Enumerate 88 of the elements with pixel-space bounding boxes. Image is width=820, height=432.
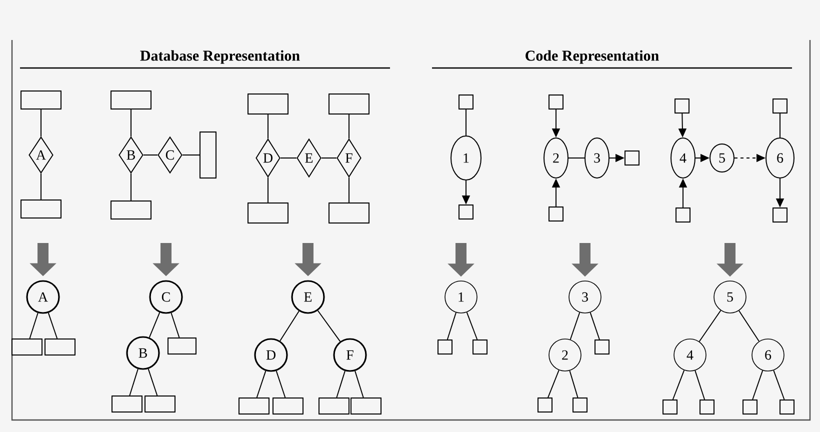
connector	[570, 312, 580, 340]
connector	[354, 370, 364, 398]
connector	[170, 312, 180, 338]
box-node	[624, 150, 640, 166]
box-node	[112, 396, 142, 412]
ellipse-node: 2	[544, 138, 568, 178]
connector	[276, 370, 286, 398]
box-node	[328, 202, 370, 224]
connector	[446, 312, 456, 340]
connector	[773, 370, 785, 400]
box-node	[700, 400, 714, 414]
connector	[29, 312, 38, 339]
ellipse-node: 3	[584, 138, 610, 178]
box-node	[44, 338, 76, 356]
connector	[129, 368, 138, 396]
connector	[569, 370, 578, 398]
connector	[130, 173, 132, 201]
circle-node: C	[149, 280, 183, 314]
connector	[256, 370, 266, 398]
circle-node: 4	[674, 338, 706, 372]
circle-node: D	[254, 338, 288, 372]
connector	[40, 109, 42, 137]
box-node	[144, 396, 176, 412]
box-node	[662, 400, 678, 414]
box-node	[110, 90, 152, 110]
section-title: Code Representation	[526, 50, 659, 64]
connector	[466, 312, 478, 340]
connector	[280, 310, 300, 342]
box-node	[772, 208, 788, 222]
box-node	[110, 200, 152, 220]
connector	[738, 310, 760, 342]
ellipse-node: 5	[710, 144, 734, 172]
connector	[336, 370, 346, 398]
connector	[752, 370, 764, 400]
connector	[48, 312, 58, 339]
box-node	[458, 204, 474, 220]
box-node	[548, 206, 564, 222]
box-node	[572, 398, 588, 412]
connector	[143, 154, 158, 156]
connector	[348, 114, 350, 139]
circle-node: 2	[548, 338, 582, 372]
box-node	[472, 340, 488, 354]
box-node	[248, 94, 288, 114]
circle-node: B	[126, 336, 160, 370]
box-node	[328, 94, 370, 114]
circle-node: F	[333, 338, 367, 372]
connector	[698, 310, 722, 342]
box-node	[318, 398, 350, 414]
circle-node: 3	[568, 280, 602, 314]
box-node	[168, 338, 196, 354]
circle-node: 6	[752, 338, 784, 372]
ellipse-node: 6	[766, 138, 794, 178]
circle-node: E	[291, 280, 325, 314]
ellipse-node: 4	[670, 138, 696, 178]
box-node	[12, 338, 42, 356]
circle-node: 5	[714, 280, 746, 314]
connector	[130, 109, 132, 137]
box-node	[238, 398, 270, 414]
connector	[672, 370, 685, 400]
connector	[148, 312, 160, 338]
circle-node: A	[26, 280, 60, 314]
box-node	[780, 400, 794, 414]
connector	[148, 368, 158, 396]
connector	[694, 370, 706, 400]
box-node	[674, 98, 690, 114]
box-node	[676, 208, 690, 222]
connector	[548, 370, 560, 398]
connector	[40, 173, 42, 200]
box-node	[350, 398, 382, 414]
ellipse-node: 1	[450, 136, 482, 180]
box-node	[538, 398, 552, 412]
connector	[348, 177, 350, 203]
box-node	[594, 340, 610, 354]
box-node	[248, 202, 288, 224]
circle-node: 1	[444, 280, 478, 314]
section-title: Database Representation	[140, 50, 300, 64]
connector	[182, 154, 200, 156]
box-node	[20, 90, 62, 110]
connector	[317, 310, 341, 342]
box-node	[458, 94, 474, 110]
box-node	[20, 200, 62, 218]
box-node	[772, 98, 788, 114]
box-node	[742, 400, 758, 414]
box-node	[272, 398, 304, 414]
box-node	[438, 340, 452, 354]
connector	[590, 312, 600, 340]
box-node	[548, 94, 564, 110]
box-node	[200, 132, 216, 178]
